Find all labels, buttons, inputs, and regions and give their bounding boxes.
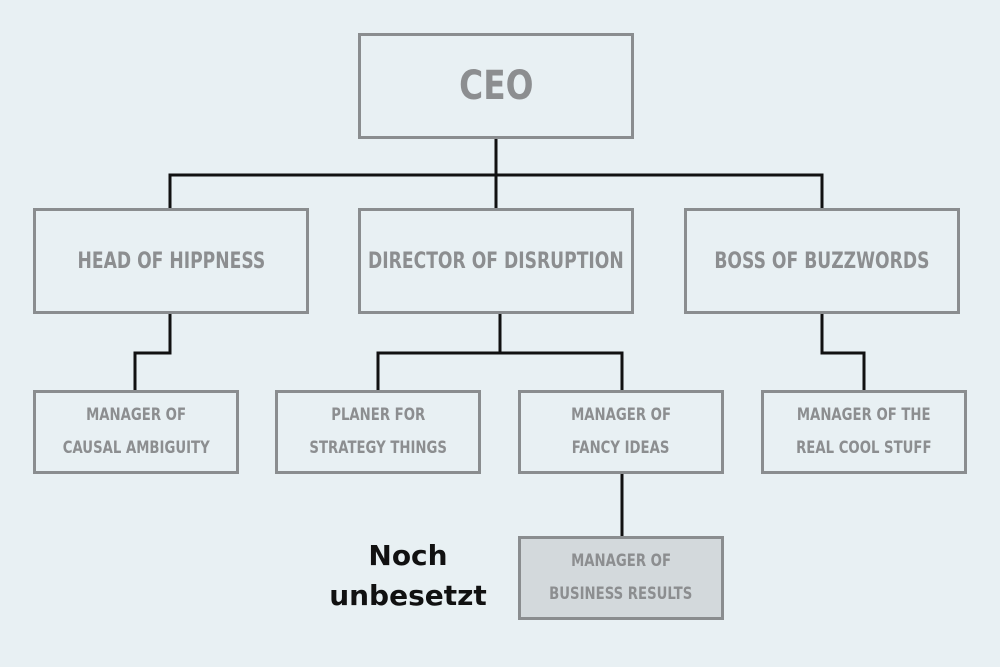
manager-real-cool-stuff-box: MANAGER OF THE REAL COOL STUFF	[761, 390, 967, 474]
ceo-label: CEO	[458, 63, 534, 109]
planer-strategy-things-box: PLANER FOR STRATEGY THINGS	[275, 390, 481, 474]
ceo-box: CEO	[358, 33, 634, 139]
planer-strategy-things-line1: PLANER FOR	[331, 405, 425, 425]
manager-fancy-ideas-line1: MANAGER OF	[571, 405, 671, 425]
director-of-disruption-box: DIRECTOR OF DISRUPTION	[358, 208, 634, 314]
manager-causal-ambiguity-line2: CAUSAL AMBIGUITY	[62, 438, 210, 458]
vacancy-note-line1: Noch	[368, 539, 448, 572]
vacancy-note: Noch unbesetzt	[318, 536, 498, 616]
manager-business-results-line1: MANAGER OF	[571, 551, 671, 571]
manager-business-results-line2: BUSINESS RESULTS	[549, 584, 693, 604]
connector-ceo-to-heads	[168, 137, 824, 210]
planer-strategy-things-line2: STRATEGY THINGS	[309, 438, 447, 458]
connector-buzzwords-to-manager	[820, 312, 866, 392]
manager-real-cool-stuff-line2: REAL COOL STUFF	[796, 438, 932, 458]
director-of-disruption-label: DIRECTOR OF DISRUPTION	[368, 248, 624, 274]
vacancy-note-line2: unbesetzt	[329, 579, 487, 612]
head-of-hippness-label: HEAD OF HIPPNESS	[77, 248, 265, 274]
manager-fancy-ideas-box: MANAGER OF FANCY IDEAS	[518, 390, 724, 474]
connector-hippness-to-manager	[133, 312, 172, 392]
manager-business-results-box: MANAGER OF BUSINESS RESULTS	[518, 536, 724, 620]
manager-real-cool-stuff-line1: MANAGER OF THE	[797, 405, 931, 425]
connector-disruption-to-managers	[376, 312, 624, 392]
manager-fancy-ideas-line2: FANCY IDEAS	[572, 438, 670, 458]
head-of-hippness-box: HEAD OF HIPPNESS	[33, 208, 309, 314]
manager-causal-ambiguity-box: MANAGER OF CAUSAL AMBIGUITY	[33, 390, 239, 474]
manager-causal-ambiguity-line1: MANAGER OF	[86, 405, 186, 425]
boss-of-buzzwords-label: BOSS OF BUZZWORDS	[714, 248, 930, 274]
boss-of-buzzwords-box: BOSS OF BUZZWORDS	[684, 208, 960, 314]
